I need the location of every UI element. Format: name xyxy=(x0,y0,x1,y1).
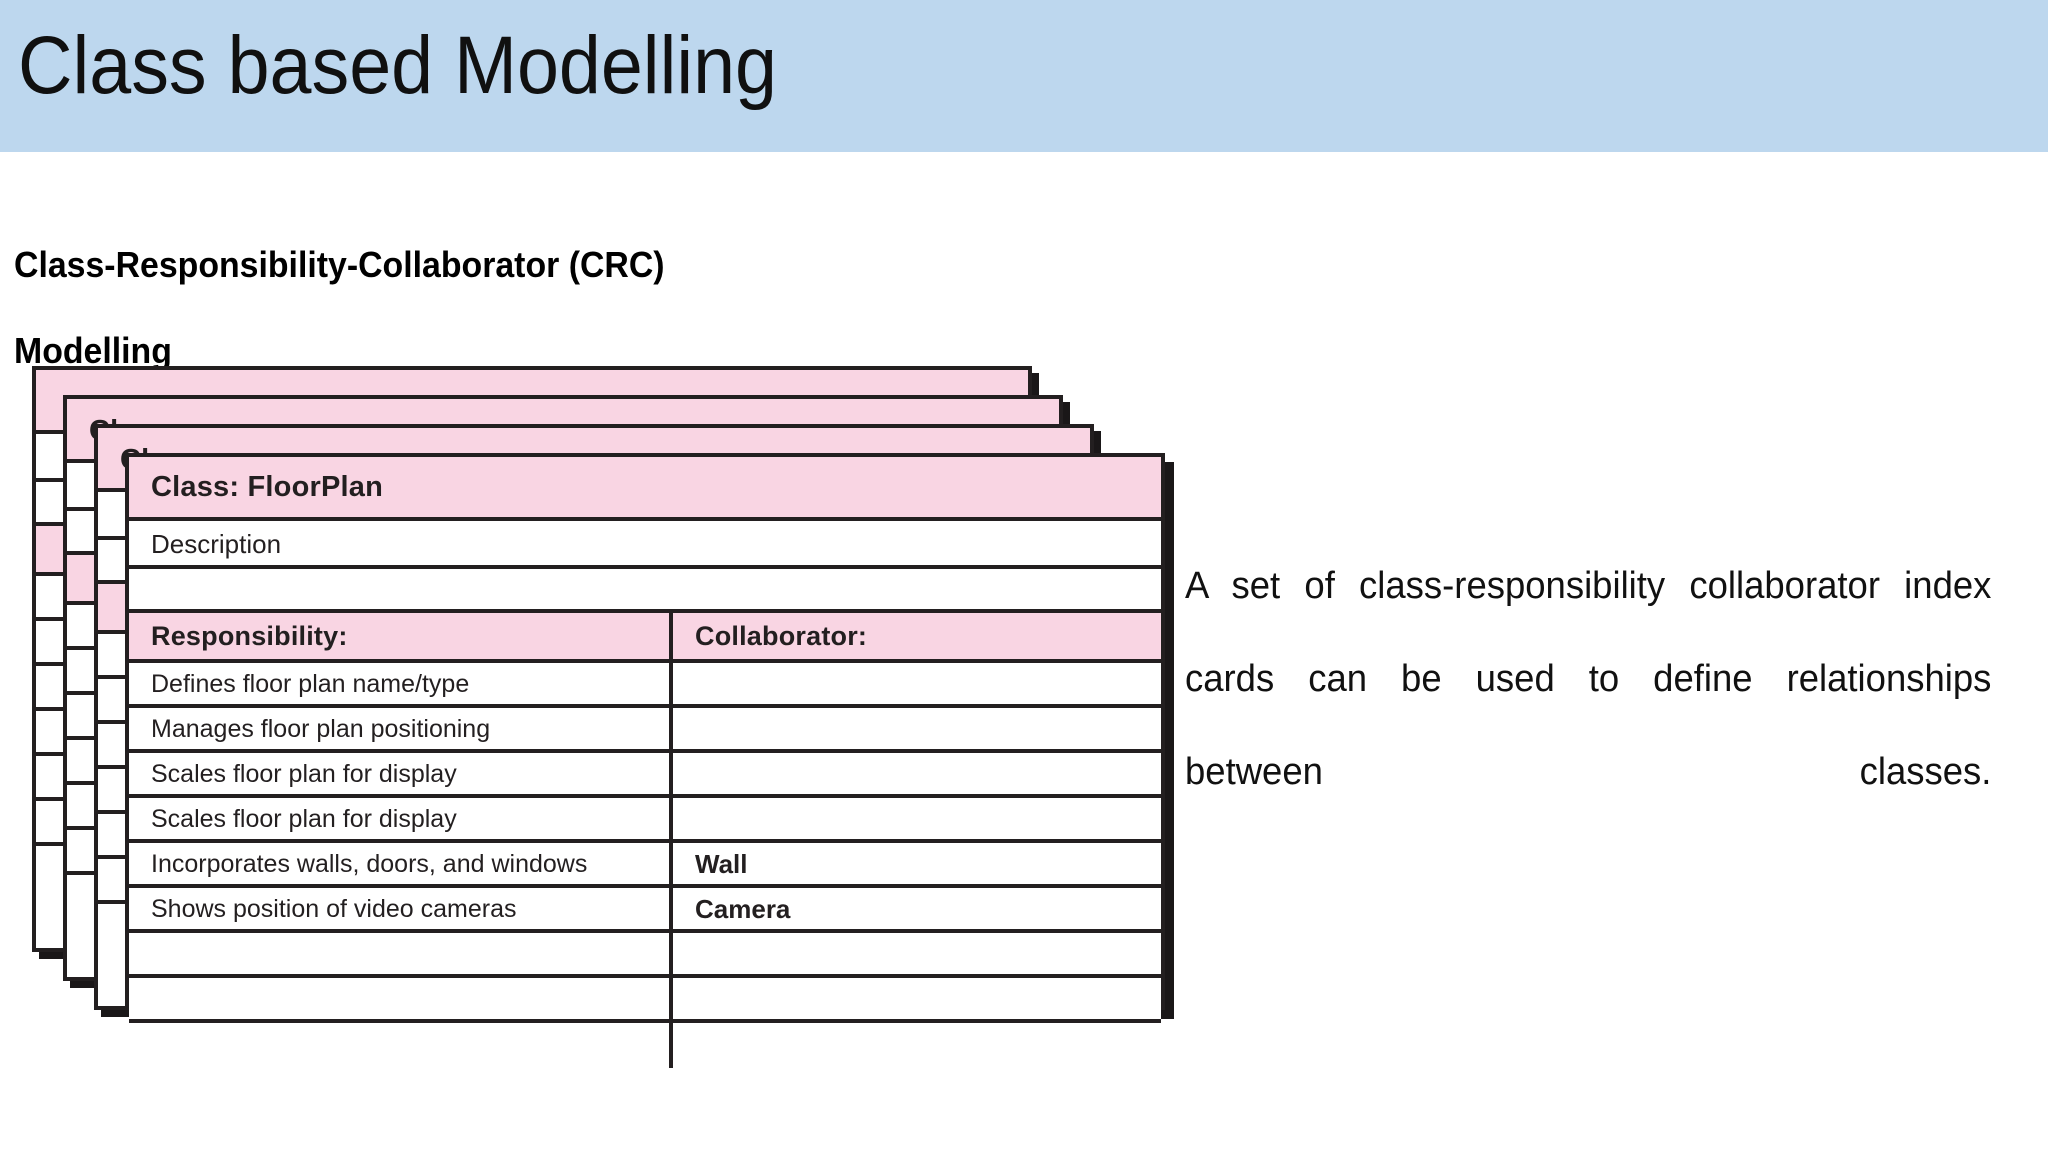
crc-collaborator-cell xyxy=(673,1023,1161,1068)
crc-responsibility-cell xyxy=(129,1023,673,1068)
crc-responsibility-cell: Scales floor plan for display xyxy=(129,753,673,794)
crc-table-row: Defines floor plan name/type xyxy=(129,663,1161,708)
crc-responsibility-cell: Scales floor plan for display xyxy=(129,798,673,839)
crc-column-header-row: Responsibility: Collaborator: xyxy=(129,613,1161,663)
crc-table-row: Scales floor plan for display xyxy=(129,798,1161,843)
crc-responsibility-cell: Manages floor plan positioning xyxy=(129,708,673,749)
crc-responsibility-cell xyxy=(129,933,673,974)
crc-table-row: Shows position of video cameras Camera xyxy=(129,888,1161,933)
crc-table-row: Manages floor plan positioning xyxy=(129,708,1161,753)
section-heading: Class-Responsibility-Collaborator (CRC) … xyxy=(14,222,1514,394)
crc-table-row-empty xyxy=(129,978,1161,1023)
crc-table-row-empty xyxy=(129,1023,1161,1068)
crc-responsibility-cell xyxy=(129,978,673,1019)
body-paragraph: A set of class-responsibility collaborat… xyxy=(1185,565,1992,793)
crc-table-row-empty xyxy=(129,933,1161,978)
crc-column-header-responsibility: Responsibility: xyxy=(129,613,673,659)
crc-collaborator-cell xyxy=(673,798,1161,839)
page-title: Class based Modelling xyxy=(18,20,778,111)
crc-responsibility-cell: Defines floor plan name/type xyxy=(129,663,673,704)
crc-column-header-collaborator: Collaborator: xyxy=(695,621,868,651)
section-heading-line-2: Modelling xyxy=(14,330,172,371)
crc-collaborator-cell xyxy=(673,753,1161,794)
crc-class-label: Class: FloorPlan xyxy=(129,457,1161,521)
crc-responsibility-cell: Incorporates walls, doors, and windows xyxy=(129,843,673,884)
crc-collaborator-cell xyxy=(673,933,1161,974)
crc-collaborator-cell xyxy=(673,978,1161,1019)
crc-collaborator-cell xyxy=(673,708,1161,749)
slide-title-band: Class based Modelling xyxy=(0,0,2048,152)
crc-table-row: Scales floor plan for display xyxy=(129,753,1161,798)
crc-responsibility-cell: Shows position of video cameras xyxy=(129,888,673,929)
crc-collaborator-cell: Wall xyxy=(695,849,748,879)
crc-collaborator-cell xyxy=(673,663,1161,704)
section-heading-line-1: Class-Responsibility-Collaborator (CRC) xyxy=(14,244,665,285)
crc-card-front: Class: FloorPlan Description Responsibil… xyxy=(125,453,1165,1068)
crc-card-stack: Class: Cl Class: FloorPlan Description R… xyxy=(32,366,1192,1068)
crc-description-label: Description xyxy=(129,521,1161,569)
crc-table-row: Incorporates walls, doors, and windows W… xyxy=(129,843,1161,888)
crc-collaborator-cell: Camera xyxy=(695,894,791,924)
crc-spacer-row xyxy=(129,569,1161,613)
